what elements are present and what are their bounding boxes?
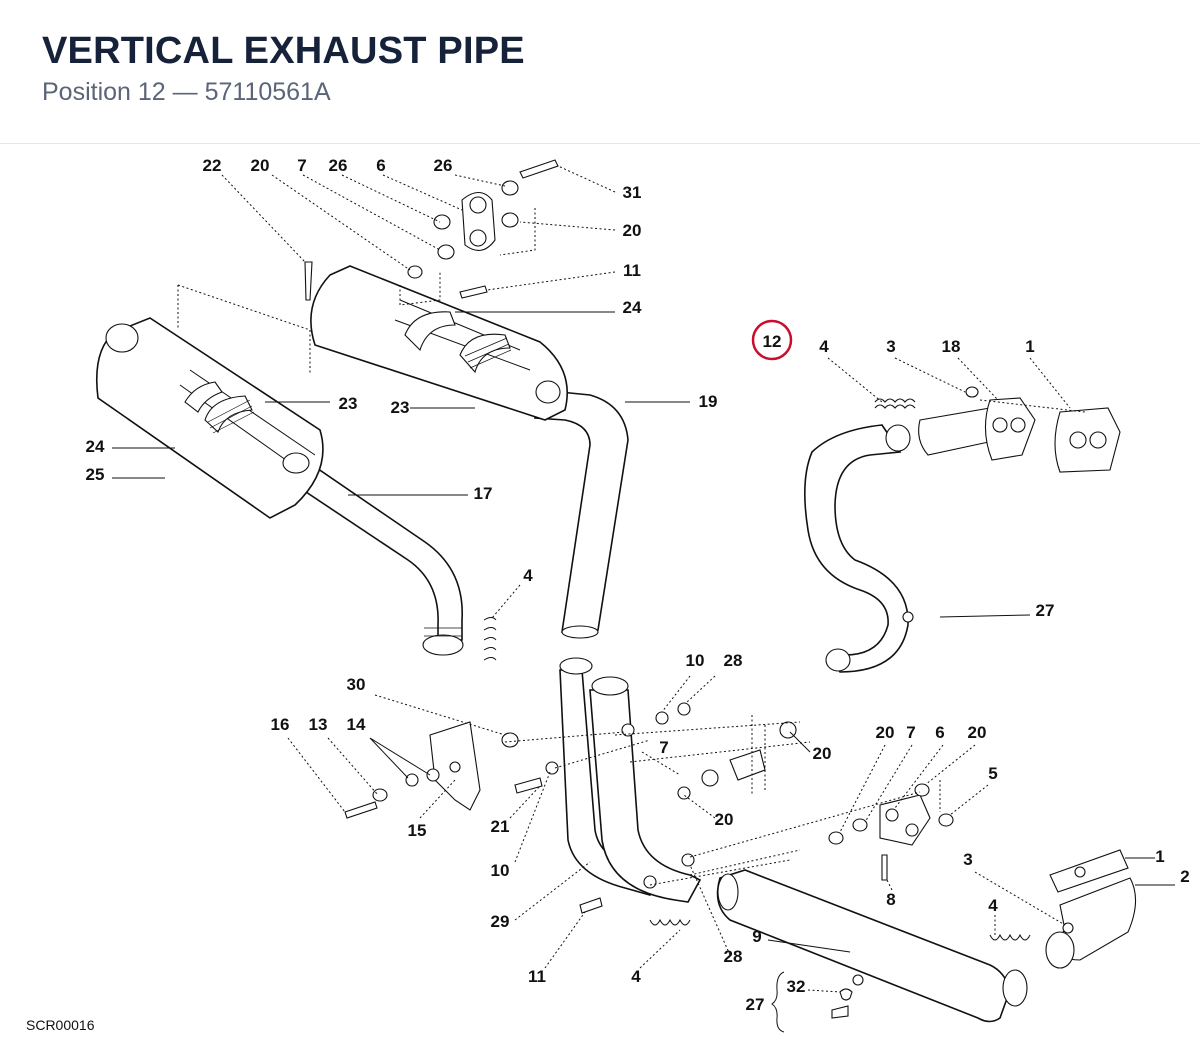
callout-7: 7 [659, 738, 668, 757]
callout-11: 11 [528, 967, 546, 986]
callout-32: 32 [787, 977, 806, 996]
callout-30: 30 [347, 675, 366, 694]
callout-8: 8 [886, 890, 895, 909]
callout-25: 25 [86, 465, 105, 484]
callout-20: 20 [623, 221, 642, 240]
callout-4: 4 [631, 967, 641, 986]
page-subtitle: Position 12 — 57110561A [42, 78, 331, 106]
spring-4-left[interactable] [483, 617, 497, 661]
callout-9: 9 [752, 927, 761, 946]
callout-3: 3 [963, 850, 972, 869]
callout-20: 20 [876, 723, 895, 742]
callout-6: 6 [376, 156, 385, 175]
callout-14: 14 [347, 715, 366, 734]
callout-10: 10 [491, 861, 510, 880]
muffler-front[interactable] [310, 265, 629, 639]
callout-20: 20 [813, 744, 832, 763]
callout-7: 7 [297, 156, 306, 175]
callout-26: 26 [329, 156, 348, 175]
callout-31: 31 [623, 183, 642, 202]
spring-4-bottom[interactable] [649, 918, 691, 926]
spring-4-right[interactable] [989, 933, 1031, 941]
exhaust-flange-lower[interactable] [1045, 849, 1137, 969]
callout-20: 20 [251, 156, 270, 175]
callout-27: 27 [1036, 601, 1055, 620]
callout-28: 28 [724, 651, 743, 670]
callout-5: 5 [988, 764, 997, 783]
callout-20: 20 [715, 810, 734, 829]
pipe-9[interactable] [716, 869, 1028, 1023]
bracket-assembly-top[interactable] [177, 159, 559, 375]
brace-27-32 [771, 971, 785, 1033]
callout-4: 4 [523, 566, 533, 585]
mounting-plate-15[interactable] [344, 721, 559, 819]
callout-23: 23 [339, 394, 358, 413]
vertical-exhaust-pipe-12[interactable] [804, 424, 914, 673]
bracket-assembly-right[interactable] [828, 780, 954, 881]
callout-4: 4 [988, 896, 998, 915]
drawing-code: SCR00016 [26, 1017, 95, 1033]
header-pipes-29[interactable] [559, 657, 702, 903]
callout-23: 23 [391, 398, 410, 417]
callout-1: 1 [1025, 337, 1034, 356]
callout-11: 11 [623, 261, 641, 280]
callout-24: 24 [86, 437, 105, 456]
callout-22: 22 [203, 156, 222, 175]
muffler-rear[interactable] [95, 317, 464, 656]
callout-28: 28 [724, 947, 743, 966]
callout-29: 29 [491, 912, 510, 931]
exhaust-flange-upper[interactable] [874, 386, 1121, 473]
callout-18: 18 [942, 337, 961, 356]
callout-21: 21 [491, 817, 510, 836]
callout-13: 13 [309, 715, 328, 734]
leader-lines [112, 165, 1175, 993]
callout-3: 3 [886, 337, 895, 356]
highlight-label: 12 [763, 332, 782, 351]
page-header: VERTICAL EXHAUST PIPE Position 12 — 5711… [0, 0, 1200, 144]
callout-labels: 22 20 7 26 6 26 31 20 11 24 23 23 19 24 … [86, 156, 1190, 1014]
rubber-mounts-middle[interactable] [579, 702, 853, 1019]
callout-26: 26 [434, 156, 453, 175]
callout-2: 2 [1180, 867, 1189, 886]
callout-16: 16 [271, 715, 290, 734]
callout-1: 1 [1155, 847, 1164, 866]
callout-7: 7 [906, 723, 915, 742]
callout-24: 24 [623, 298, 642, 317]
highlight-callout-12[interactable]: 12 [751, 319, 793, 361]
callout-19: 19 [699, 392, 718, 411]
callout-4: 4 [819, 337, 829, 356]
page-title: VERTICAL EXHAUST PIPE [42, 30, 525, 72]
callout-17: 17 [474, 484, 493, 503]
callout-10: 10 [686, 651, 705, 670]
callout-27: 27 [746, 995, 765, 1014]
callout-15: 15 [408, 821, 427, 840]
callout-6: 6 [935, 723, 944, 742]
callout-20: 20 [968, 723, 987, 742]
